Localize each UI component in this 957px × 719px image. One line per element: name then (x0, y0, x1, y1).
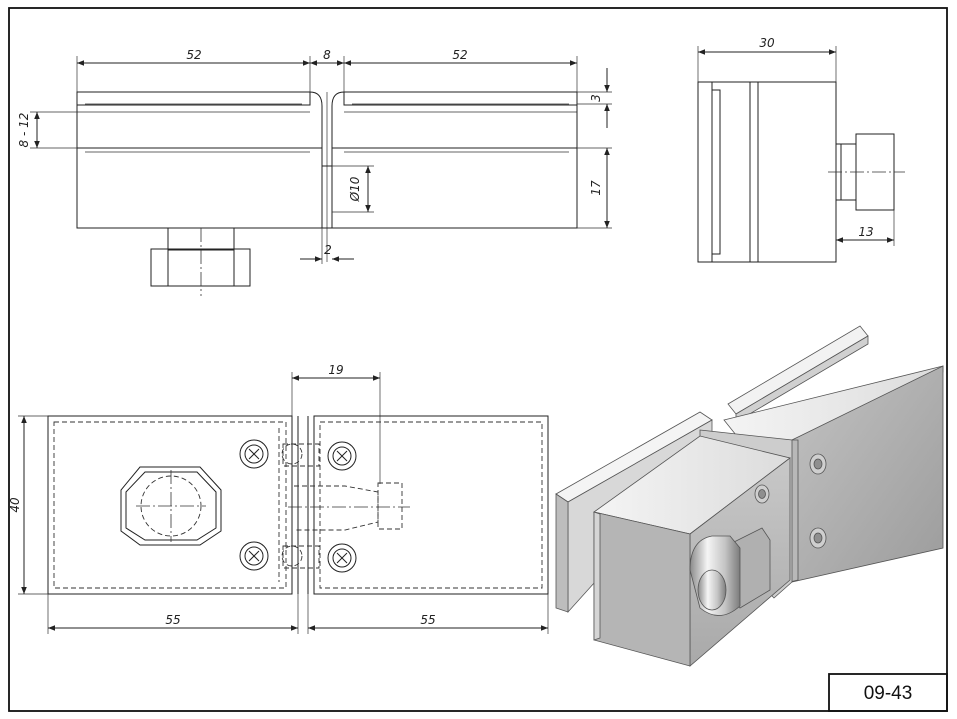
dim-knob: 13 (858, 225, 873, 239)
dim-slot-range: 8 - 12 (17, 113, 31, 148)
iso-knob (689, 527, 771, 616)
dim-left-width: 52 (186, 48, 201, 62)
dim-hole-offset: 2 (324, 243, 332, 257)
iso-screw-upper (809, 453, 827, 475)
iso-screw-lower (809, 527, 827, 549)
side-view: 30 13 (697, 36, 905, 263)
dim-hole-diameter: Ø10 (348, 176, 362, 202)
dim-pin-offset: 19 (328, 363, 343, 377)
dim-height: 40 (8, 497, 22, 513)
dim-body-height: 17 (589, 180, 603, 196)
dim-right-width: 52 (452, 48, 467, 62)
dim-gap: 8 (323, 48, 331, 62)
dim-left-length: 55 (165, 613, 180, 627)
sheet-frame (8, 7, 948, 712)
top-view: 19 (8, 363, 549, 634)
front-view: 52 8 52 8 - 12 (17, 48, 612, 296)
dim-plate: 3 (589, 94, 603, 102)
drawing-code: 09-43 (864, 683, 913, 704)
screw-bottom-left (239, 541, 269, 571)
screw-top-left (239, 439, 269, 469)
screw-bottom-right (327, 543, 357, 573)
isometric-view (555, 325, 944, 667)
title-block: 09-43 (828, 673, 948, 712)
dim-depth: 30 (759, 36, 775, 50)
screw-top-right (327, 441, 357, 471)
dim-right-length: 55 (420, 613, 435, 627)
